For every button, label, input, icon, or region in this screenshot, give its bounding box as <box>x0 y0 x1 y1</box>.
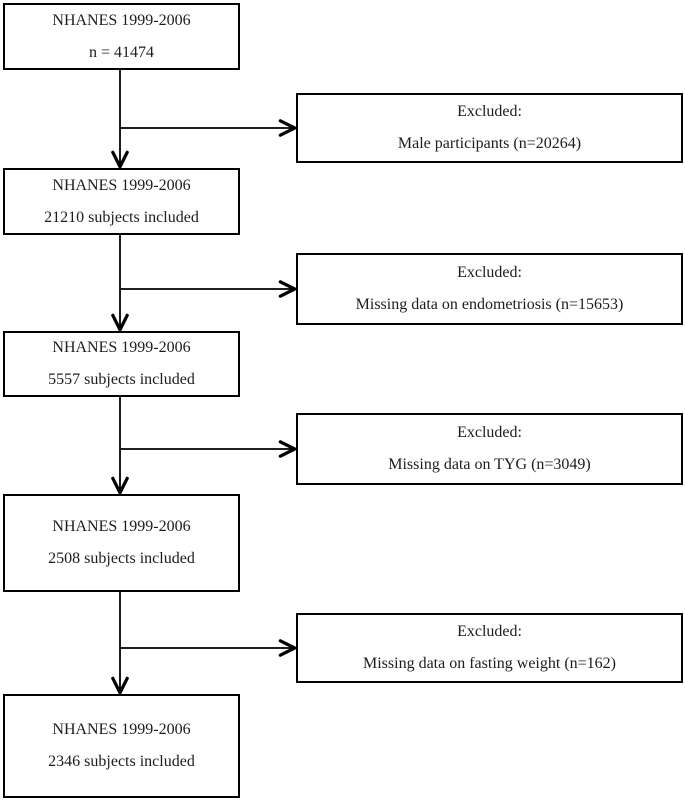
main-box-3-after-endometriosis-exclusion: NHANES 1999-2006 5557 subjects included <box>3 331 240 397</box>
main-box-4-count: 2508 subjects included <box>48 550 195 567</box>
main-box-5-title: NHANES 1999-2006 <box>52 721 191 739</box>
excluded-box-2-missing-endometriosis: Excluded: Missing data on endometriosis … <box>296 253 683 325</box>
excluded-box-4-missing-fasting-weight: Excluded: Missing data on fasting weight… <box>296 613 683 683</box>
excluded-box-1-reason: Male participants (n=20264) <box>397 135 582 152</box>
excluded-box-1-title: Excluded: <box>457 103 522 121</box>
excluded-box-1-male-participants: Excluded: Male participants (n=20264) <box>296 93 683 163</box>
excluded-box-4-reason: Missing data on fasting weight (n=162) <box>363 655 616 672</box>
excluded-box-3-reason: Missing data on TYG (n=3049) <box>388 456 591 473</box>
main-box-5-count: 2346 subjects included <box>48 753 195 770</box>
main-box-3-title: NHANES 1999-2006 <box>52 339 191 357</box>
main-box-5-final-sample: NHANES 1999-2006 2346 subjects included <box>3 694 240 798</box>
main-box-1-title: NHANES 1999-2006 <box>52 11 191 29</box>
excluded-box-2-reason: Missing data on endometriosis (n=15653) <box>355 296 624 313</box>
main-box-2-count: 21210 subjects included <box>44 208 199 226</box>
excluded-box-3-title: Excluded: <box>457 424 522 442</box>
main-box-2-after-sex-exclusion: NHANES 1999-2006 21210 subjects included <box>3 168 240 235</box>
main-box-2-title: NHANES 1999-2006 <box>52 176 191 194</box>
main-box-4-after-tyg-exclusion: NHANES 1999-2006 2508 subjects included <box>3 494 240 592</box>
excluded-box-3-missing-tyg: Excluded: Missing data on TYG (n=3049) <box>296 413 683 485</box>
excluded-box-2-title: Excluded: <box>457 264 522 282</box>
excluded-box-4-title: Excluded: <box>457 623 522 641</box>
main-box-1-total-sample: NHANES 1999-2006 n = 41474 <box>3 3 240 70</box>
main-box-4-title: NHANES 1999-2006 <box>52 518 191 536</box>
main-box-3-count: 5557 subjects included <box>48 371 195 388</box>
main-box-1-count: n = 41474 <box>88 43 155 61</box>
